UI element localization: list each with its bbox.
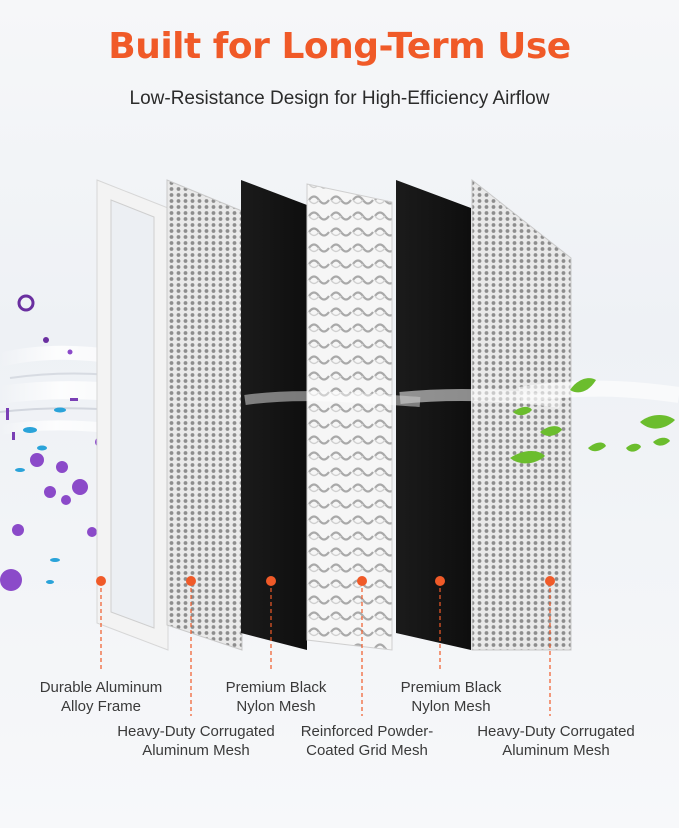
- label-line: Durable Aluminum: [39, 679, 163, 696]
- aluminum-frame-layer: [96, 179, 169, 651]
- leaf-icon: [510, 378, 675, 464]
- label-line: Heavy-Duty Corrugated: [117, 723, 275, 740]
- layer-label-corrugated-2: Heavy-Duty Corrugated Aluminum Mesh: [466, 722, 646, 760]
- label-line: Reinforced Powder-: [300, 723, 434, 740]
- layer-label-nylon-2: Premium Black Nylon Mesh: [376, 678, 526, 716]
- label-line: Premium Black: [225, 679, 327, 696]
- layer-label-grid: Reinforced Powder- Coated Grid Mesh: [287, 722, 447, 760]
- layer-label-nylon-1: Premium Black Nylon Mesh: [201, 678, 351, 716]
- label-line: Coated Grid Mesh: [306, 742, 428, 759]
- corrugated-mesh-layer-1: [166, 179, 243, 651]
- label-line: Aluminum Mesh: [502, 742, 610, 759]
- layer-label-corrugated-1: Heavy-Duty Corrugated Aluminum Mesh: [105, 722, 287, 760]
- label-line: Premium Black: [400, 679, 502, 696]
- label-line: Heavy-Duty Corrugated: [477, 723, 635, 740]
- nylon-mesh-layer-1: [241, 180, 307, 650]
- callout-lines: [100, 581, 551, 716]
- page-title: Built for Long-Term Use: [108, 26, 571, 67]
- label-line: Aluminum Mesh: [142, 742, 250, 759]
- grid-mesh-layer: [306, 183, 393, 651]
- layer-label-frame: Durable Aluminum Alloy Frame: [21, 678, 181, 716]
- label-line: Nylon Mesh: [236, 698, 316, 715]
- page-subtitle: Low-Resistance Design for High-Efficienc…: [129, 88, 550, 109]
- nylon-mesh-layer-2: [396, 180, 471, 650]
- callout-dots: [96, 576, 555, 586]
- label-line: Alloy Frame: [60, 698, 142, 715]
- label-line: Nylon Mesh: [411, 698, 491, 715]
